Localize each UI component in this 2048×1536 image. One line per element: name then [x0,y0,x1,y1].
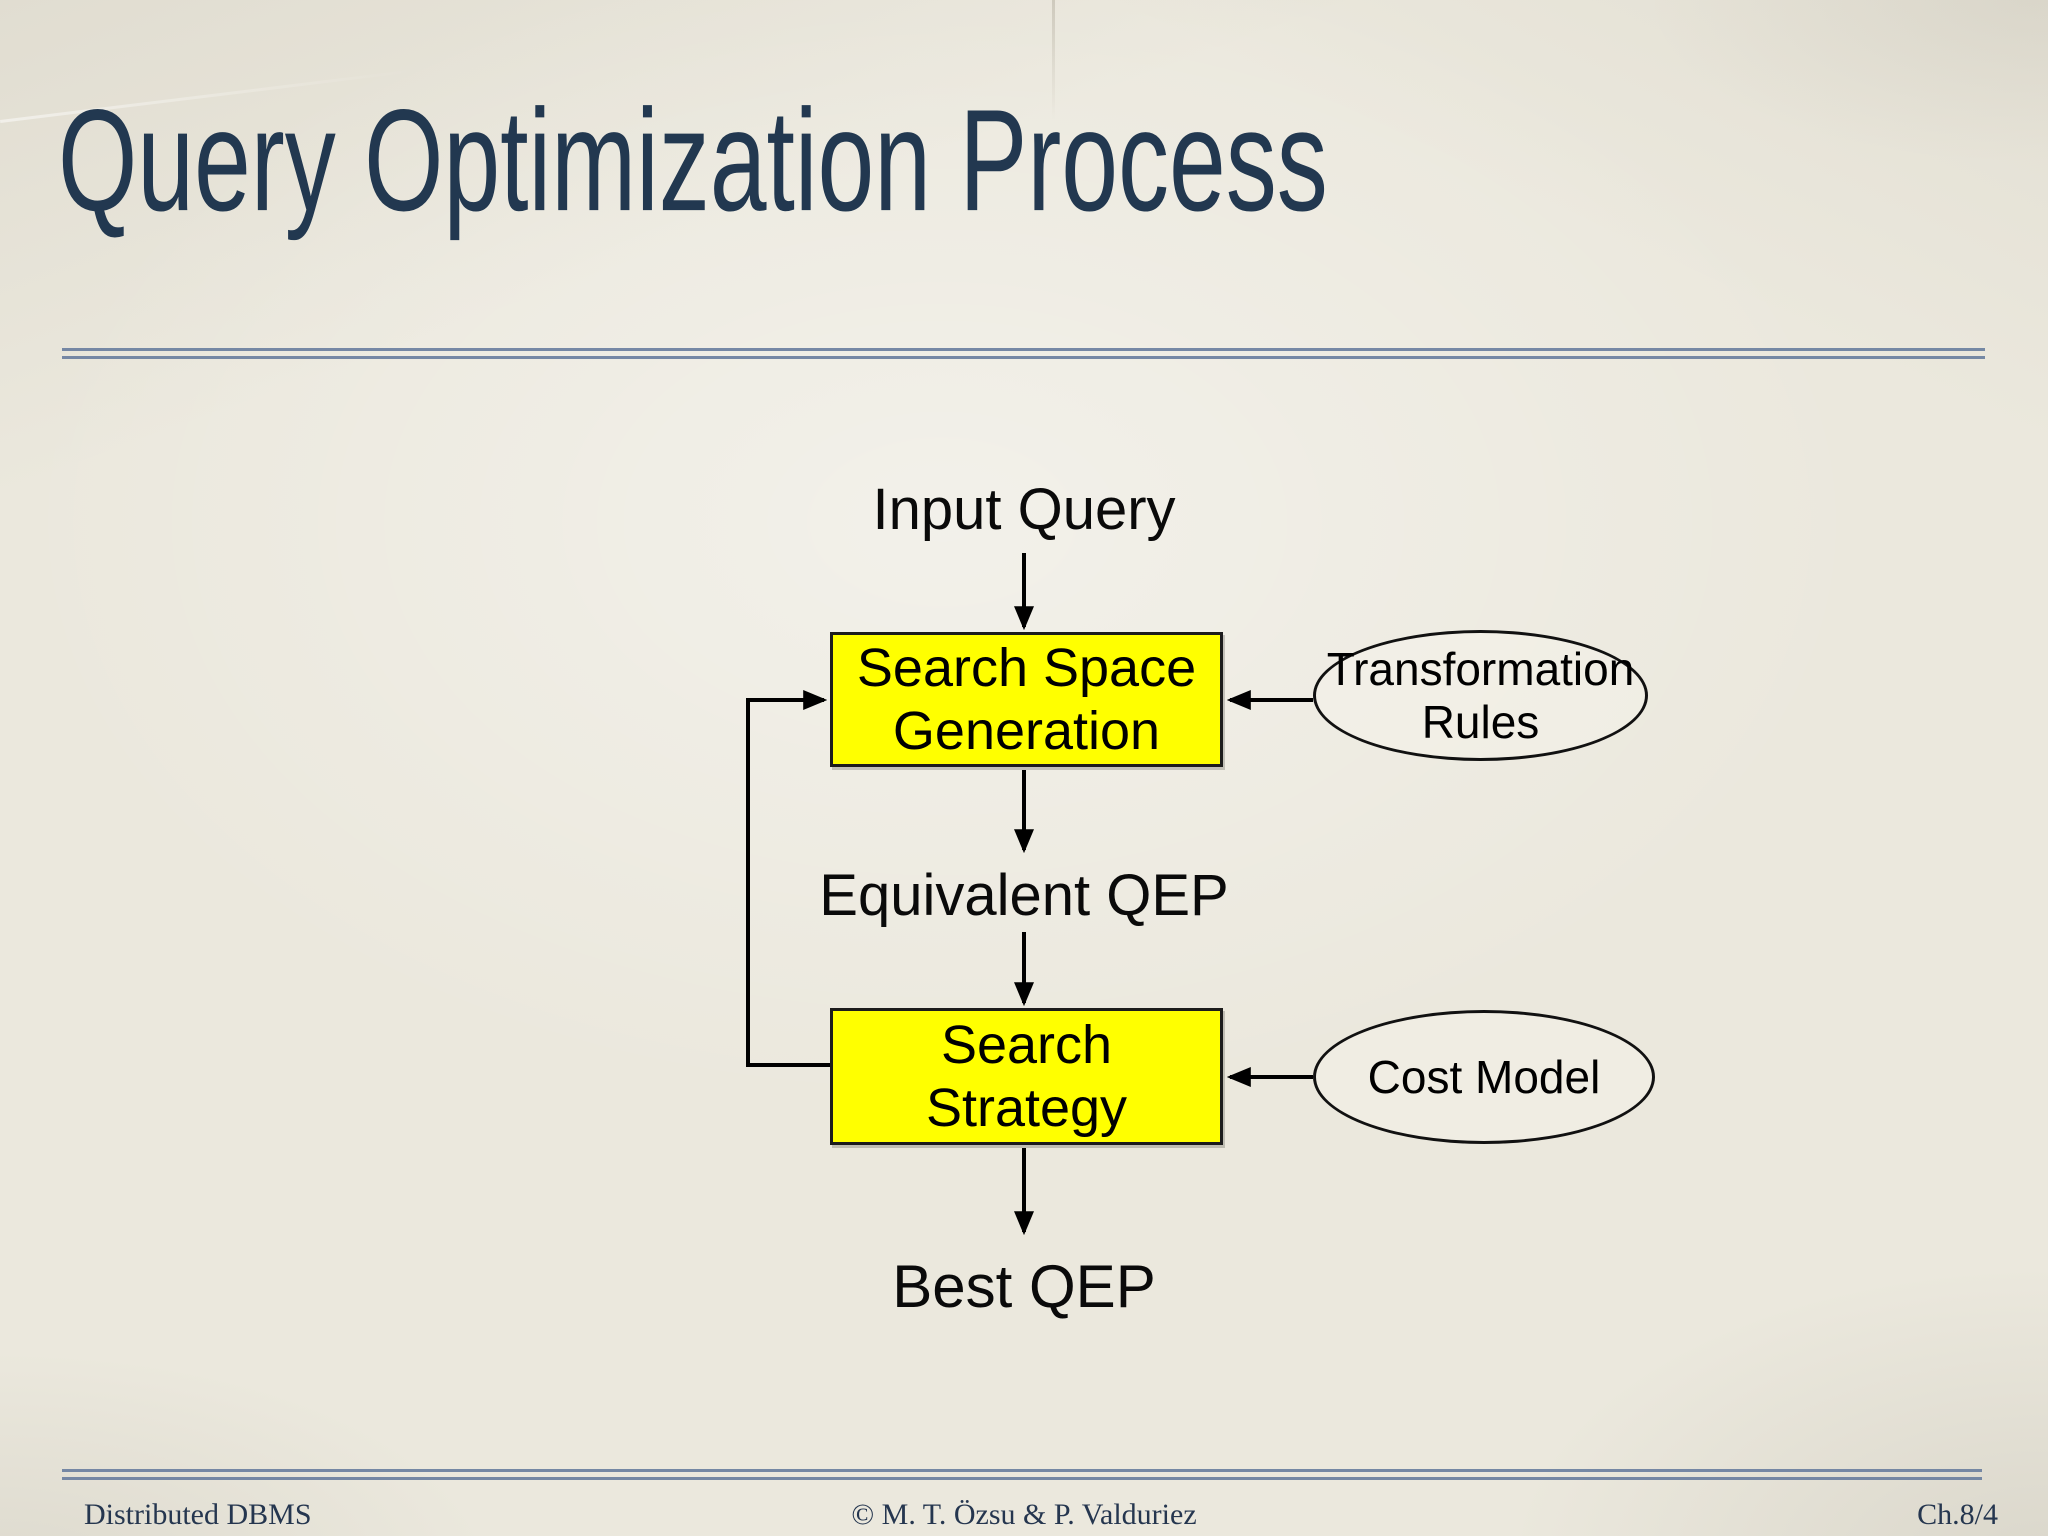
search-strategy-box: Search Strategy [830,1008,1223,1145]
transformation-rules-line2: Rules [1421,695,1540,748]
best-qep-label: Best QEP [892,1253,1156,1320]
cost-model-ellipse: Cost Model [1313,1010,1655,1144]
title-divider-line [62,348,1985,359]
search-strategy-line1: Search [940,1014,1113,1075]
transformation-rules-ellipse: Transformation Rules [1313,630,1648,761]
footer-divider-line [62,1469,1982,1480]
input-query-label: Input Query [872,477,1176,542]
search-space-generation-box: Search Space Generation [830,632,1223,767]
cost-model-label: Cost Model [1367,1050,1601,1103]
search-space-generation-line2: Generation [892,700,1161,761]
feedback-loop-strategy-to-searchspace [746,690,830,1067]
footer-course-name: Distributed DBMS [84,1498,312,1531]
footer-page-number: Ch.8/4 [1917,1498,1998,1531]
search-strategy-line2: Strategy [925,1077,1128,1138]
slide-title: Query Optimization Process [58,79,1328,242]
footer-copyright: © M. T. Özsu & P. Valduriez [851,1498,1197,1531]
transformation-rules-line1: Transformation [1326,642,1635,695]
search-space-generation-line1: Search Space [856,637,1197,698]
equivalent-qep-label: Equivalent QEP [819,863,1229,928]
